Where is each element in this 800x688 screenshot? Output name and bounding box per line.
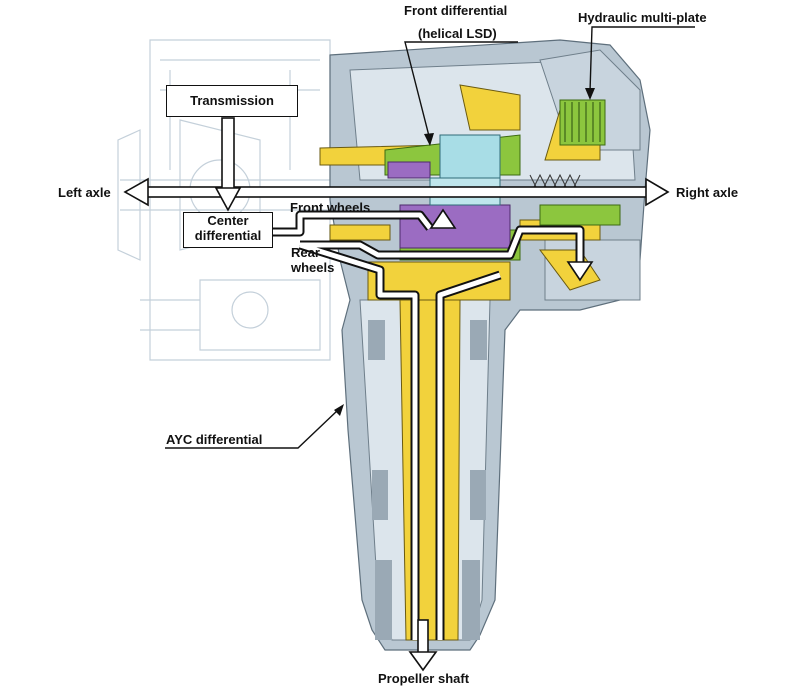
propeller-shaft-label: Propeller shaft <box>378 671 470 686</box>
leader-lines <box>165 26 695 449</box>
transmission-box: Transmission <box>166 85 298 117</box>
front-diff-leader-tip <box>424 133 434 146</box>
ayc-differential-label: AYC differential <box>166 432 263 447</box>
front-differential-label: Front differential <box>404 3 508 18</box>
center-differential-line1: Center <box>207 213 249 228</box>
ayc-leader <box>165 409 339 449</box>
helical-lsd-label: (helical LSD) <box>418 26 497 41</box>
multiplate-arrowhead <box>566 261 594 282</box>
rear-wheels-label: Rear wheels <box>291 245 334 275</box>
hydraulic-multiplate-label: Hydraulic multi-plate <box>578 10 707 25</box>
rear-wheels-line1: Rear <box>291 245 320 260</box>
left-axle-label: Left axle <box>58 185 111 200</box>
axle-arrow <box>123 177 670 207</box>
front-diff-arrowhead <box>429 208 457 229</box>
transmission-arrow <box>214 117 242 212</box>
front-wheels-label: Front wheels <box>290 200 371 215</box>
right-axle-arrowhead <box>645 177 670 207</box>
ayc-leader-tip <box>334 404 344 416</box>
hydraulic-plate-stack <box>564 102 601 142</box>
left-axle-arrowhead <box>123 177 149 207</box>
purple-gears <box>387 161 511 249</box>
propeller-shaft-arrow <box>408 619 438 672</box>
center-differential-box: Center differential <box>183 212 273 248</box>
hydraulic-leader <box>589 26 695 93</box>
rear-wheels-line2: wheels <box>291 260 335 275</box>
center-differential-line2: differential <box>194 228 262 243</box>
hydraulic-leader-tip <box>585 88 595 100</box>
right-axle-label: Right axle <box>676 185 739 200</box>
front-diff-leader <box>404 41 518 141</box>
